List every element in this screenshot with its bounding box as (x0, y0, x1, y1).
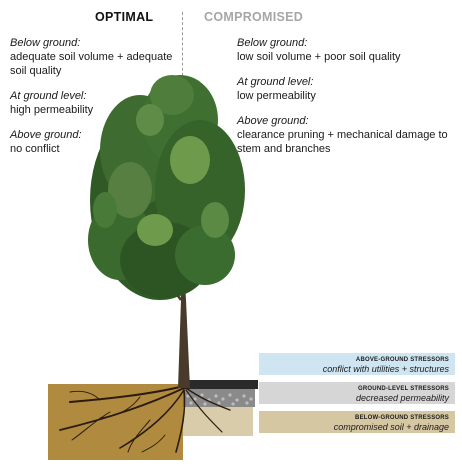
optimal-header: OPTIMAL (95, 10, 154, 24)
compromised-ground-text: low permeability (237, 90, 316, 102)
optimal-above-text: no conflict (10, 143, 60, 155)
optimal-below-ground: Below ground: adequate soil volume + ade… (10, 36, 180, 78)
optimal-soil (48, 384, 183, 460)
compromised-above-ground: Above ground: clearance pruning + mechan… (237, 114, 457, 156)
ground-stressor-text: decreased permeability (355, 393, 449, 403)
compromised-ground-level: At ground level: low permeability (237, 75, 457, 103)
optimal-ground-level: At ground level: high permeability (10, 89, 180, 117)
above-ground-stressors: ABOVE-GROUND STRESSORS conflict with uti… (259, 353, 455, 375)
optimal-below-text: adequate soil volume + adequate soil qua… (10, 51, 173, 77)
ground-stressor-title: GROUND-LEVEL STRESSORS (358, 386, 449, 392)
compromised-column: Below ground: low soil volume + poor soi… (237, 36, 457, 167)
compromised-below-label: Below ground: (237, 37, 308, 49)
optimal-column: Below ground: adequate soil volume + ade… (10, 36, 180, 167)
pavement-surface (183, 380, 258, 389)
roots (59, 385, 231, 453)
optimal-above-ground: Above ground: no conflict (10, 128, 180, 156)
compromised-below-text: low soil volume + poor soil quality (237, 51, 401, 63)
below-stressor-text: compromised soil + drainage (333, 422, 449, 432)
compromised-above-text: clearance pruning + mechanical damage to… (237, 129, 448, 155)
ground-level-stressors: GROUND-LEVEL STRESSORS decreased permeab… (259, 382, 455, 404)
below-ground-stressors: BELOW-GROUND STRESSORS compromised soil … (259, 411, 455, 433)
optimal-ground-label: At ground level: (10, 90, 87, 102)
pavement-base (183, 389, 255, 407)
compromised-above-label: Above ground: (237, 115, 309, 127)
compromised-header: COMPROMISED (204, 10, 304, 24)
optimal-below-label: Below ground: (10, 37, 81, 49)
tree-canopy (88, 75, 245, 300)
above-stressor-text: conflict with utilities + structures (322, 364, 449, 374)
below-stressor-title: BELOW-GROUND STRESSORS (355, 415, 449, 421)
compromised-below-ground: Below ground: low soil volume + poor soi… (237, 36, 457, 64)
compromised-ground-label: At ground level: (237, 76, 314, 88)
optimal-ground-text: high permeability (10, 104, 94, 116)
above-stressor-title: ABOVE-GROUND STRESSORS (355, 357, 449, 363)
optimal-above-label: Above ground: (10, 129, 82, 141)
